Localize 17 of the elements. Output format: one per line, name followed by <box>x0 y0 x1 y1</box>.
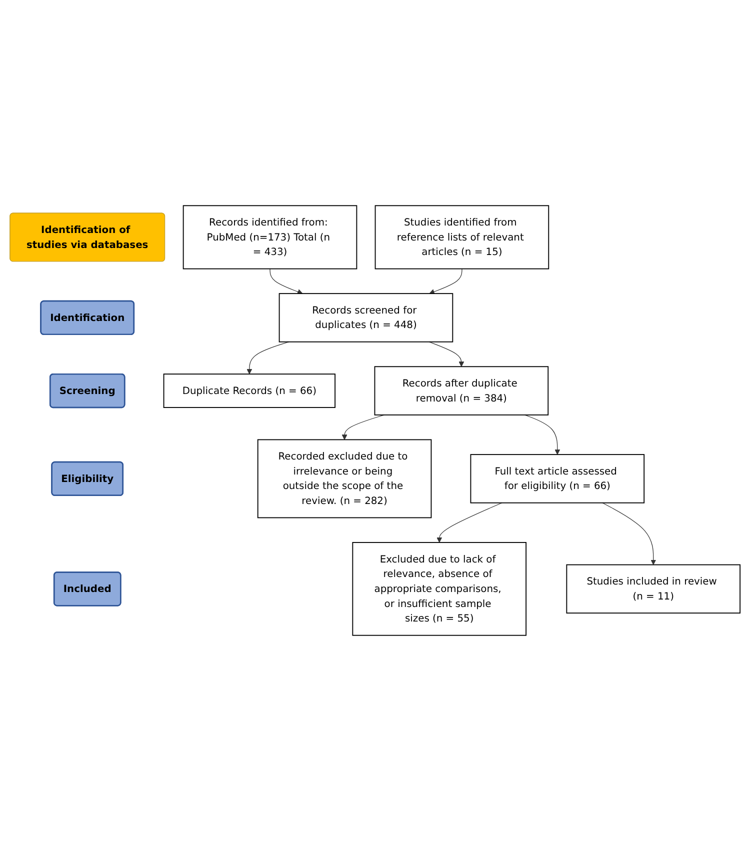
node-box: Records screened for duplicates (n = 448) <box>278 293 454 342</box>
arrow <box>436 502 502 543</box>
node-box: Records identified from: PubMed (n=173) Total (n = 433) <box>182 205 358 270</box>
node-box: Duplicate Records (n = 66) <box>163 374 336 408</box>
node-box: Recorded excluded due to irrelevance or being outside the scope of the review. (n = 282) <box>257 439 432 518</box>
arrow <box>246 342 290 374</box>
node-box: Studies included in review (n = 11) <box>566 564 740 614</box>
node-box: Full text article assessed for eligibility (n = 66) <box>470 454 645 504</box>
arrow <box>429 268 462 294</box>
arrow <box>342 414 384 440</box>
arrow <box>270 268 303 294</box>
node-box: Records after duplicate removal (n = 384) <box>374 366 549 416</box>
arrow <box>524 414 560 455</box>
node-box: Excluded due to lack of relevance, absence of appropriate comparisons, or insufficient sample sizes (n = 55) <box>352 542 526 636</box>
node-box: Studies identified from reference lists of relevant articles (n = 15) <box>374 205 550 270</box>
arrow <box>602 502 656 566</box>
arrow <box>428 342 464 367</box>
